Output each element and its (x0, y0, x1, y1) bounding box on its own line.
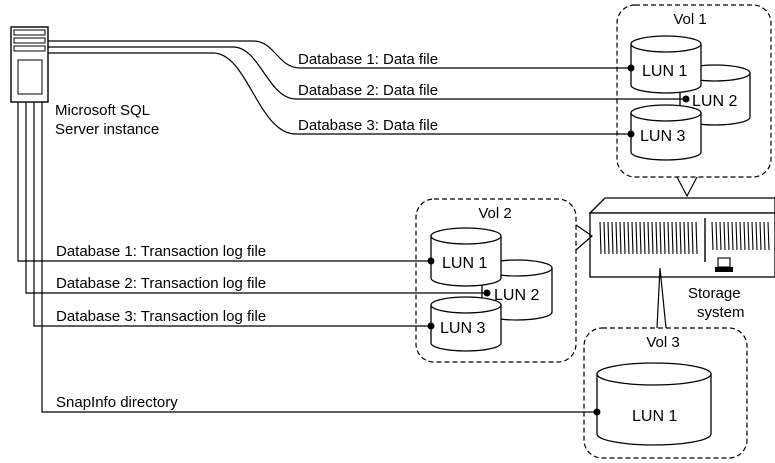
db1-log-label: Database 1: Transaction log file (56, 243, 266, 260)
db1-data-label: Database 1: Data file (298, 51, 438, 68)
db3-data-label: Database 3: Data file (298, 117, 438, 134)
db2-data-line (48, 46, 686, 100)
db3-data-line (48, 52, 631, 135)
vol2-lun1-cylinder (430, 227, 502, 287)
server-label-line2: Server instance (55, 121, 159, 138)
connection-dots (427, 64, 690, 416)
storage-label-line1: Storage (688, 285, 741, 302)
vol2-lun1-label: LUN 1 (442, 255, 487, 272)
vol2-lun2-label: LUN 2 (494, 287, 539, 304)
vol2-lun3-cylinder (430, 296, 502, 352)
vol1-lun1-label: LUN 1 (642, 63, 687, 80)
db1-log-line (17, 102, 431, 262)
vol1-lun2-label: LUN 2 (692, 93, 737, 110)
vol3-title: Vol 3 (646, 334, 679, 351)
db3-log-line (33, 102, 431, 327)
server-tower-icon (10, 26, 49, 103)
server-label-line1: Microsoft SQL (55, 102, 150, 119)
vol1-lun3-label: LUN 3 (640, 128, 685, 145)
snapinfo-label: SnapInfo directory (56, 394, 178, 411)
vol2-title: Vol 2 (478, 205, 511, 222)
vol3-container: Vol 3 LUN 1 (583, 327, 748, 459)
vol1-container: Vol 1 LUN 1 LUN 2 LUN 3 (616, 4, 772, 178)
storage-label-line2: system (697, 304, 745, 321)
db2-data-label: Database 2: Data file (298, 82, 438, 99)
snapinfo-line (41, 102, 597, 413)
storage-volume-callouts (575, 176, 698, 329)
vol1-title: Vol 1 (673, 11, 706, 28)
vol3-lun1-cylinder (596, 362, 712, 446)
vol2-lun3-label: LUN 3 (440, 320, 485, 337)
db2-log-label: Database 2: Transaction log file (56, 275, 266, 292)
vol1-lun3-cylinder (630, 104, 702, 161)
connection-wires (17, 40, 686, 413)
db1-data-line (48, 40, 631, 69)
db3-log-label: Database 3: Transaction log file (56, 308, 266, 325)
storage-system-icon (588, 197, 775, 278)
db2-log-line (25, 102, 487, 294)
vol3-lun1-label: LUN 1 (632, 408, 677, 425)
vol2-container: Vol 2 LUN 1 LUN 2 LUN 3 (415, 198, 577, 363)
vol1-lun1-cylinder (630, 35, 702, 94)
